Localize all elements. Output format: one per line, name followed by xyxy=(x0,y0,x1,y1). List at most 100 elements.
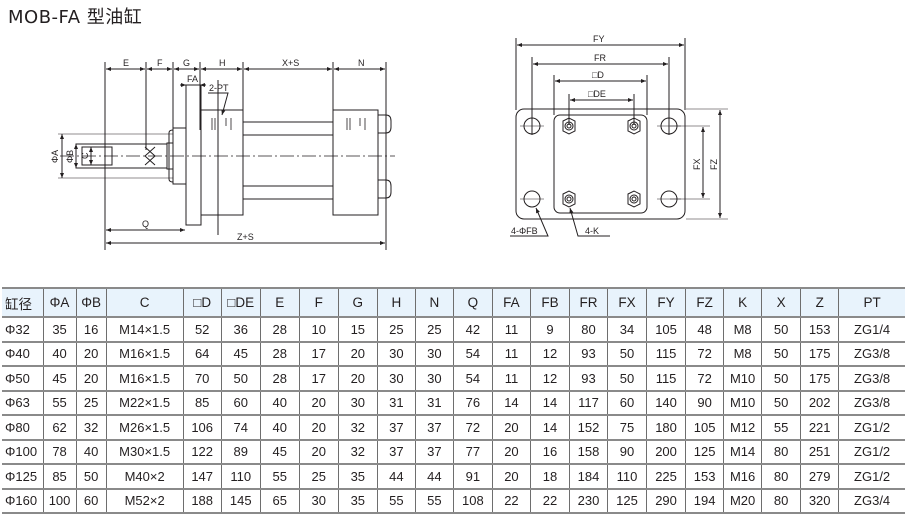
table-cell: 55 xyxy=(414,488,454,514)
label-2-pt: 2-PT xyxy=(209,83,229,93)
table-cell: 200 xyxy=(646,439,687,465)
table-cell: 85 xyxy=(42,464,77,490)
table-cell: 22 xyxy=(529,488,570,514)
label-e: E xyxy=(123,58,129,68)
table-cell: 230 xyxy=(568,488,609,514)
table-cell: 20 xyxy=(75,341,107,367)
table-cell: 31 xyxy=(376,390,416,416)
label-de: □DE xyxy=(588,89,606,99)
table-cell: 14 xyxy=(491,390,531,416)
table-cell: 30 xyxy=(376,366,416,392)
bore-size-cell: Φ100 xyxy=(2,439,44,465)
table-cell: 194 xyxy=(685,488,725,514)
table-cell: 251 xyxy=(800,439,840,465)
table-cell: 115 xyxy=(646,366,687,392)
table-cell: M14×1.5 xyxy=(105,317,184,343)
nut-icon xyxy=(562,190,576,208)
table-cell: 17 xyxy=(298,366,339,392)
table-cell: 72 xyxy=(452,415,493,441)
table-cell: 20 xyxy=(298,390,339,416)
table-cell: 35 xyxy=(337,464,378,490)
table-cell: 110 xyxy=(607,464,648,490)
table-cell: 60 xyxy=(75,488,107,514)
table-cell: 40 xyxy=(42,341,77,367)
table-cell: 80 xyxy=(568,317,609,343)
table-cell: M10 xyxy=(723,366,763,392)
label-g: G xyxy=(183,58,190,68)
table-cell: 17 xyxy=(298,341,339,367)
column-header: FB xyxy=(529,287,570,318)
table-cell: 108 xyxy=(452,488,493,514)
label-h: H xyxy=(219,58,226,68)
table-cell: M40×2 xyxy=(105,464,184,490)
table-cell: M16×1.5 xyxy=(105,366,184,392)
table-cell: 140 xyxy=(646,390,687,416)
table-cell: 12 xyxy=(529,341,570,367)
column-header: K xyxy=(723,287,763,318)
table-cell: 175 xyxy=(800,366,840,392)
table-cell: 91 xyxy=(452,464,493,490)
table-cell: 20 xyxy=(491,464,531,490)
table-cell: 10 xyxy=(298,317,339,343)
label-fy: FY xyxy=(593,34,605,44)
table-cell: M22×1.5 xyxy=(105,390,184,416)
table-cell: 54 xyxy=(452,366,493,392)
table-cell: 117 xyxy=(568,390,609,416)
table-cell: 50 xyxy=(607,341,648,367)
table-cell: 74 xyxy=(220,415,261,441)
table-cell: 50 xyxy=(761,366,802,392)
column-header: Z xyxy=(800,287,840,318)
table-cell: 28 xyxy=(259,366,300,392)
table-cell: 153 xyxy=(685,464,725,490)
table-cell: 221 xyxy=(800,415,840,441)
bore-size-cell: Φ40 xyxy=(2,341,44,367)
table-cell: 20 xyxy=(491,415,531,441)
table-cell: 44 xyxy=(376,464,416,490)
table-cell: 72 xyxy=(685,366,725,392)
table-cell: 93 xyxy=(568,366,609,392)
table-cell: M20 xyxy=(723,488,763,514)
side-view-labels: E F G H X+S N FA 2-PT ΦA ΦB C Q Z+S xyxy=(50,58,365,242)
table-cell: 93 xyxy=(568,341,609,367)
label-phi-a: ΦA xyxy=(50,150,60,163)
bore-size-cell: Φ63 xyxy=(2,390,44,416)
table-cell: 9 xyxy=(529,317,570,343)
table-cell: 50 xyxy=(761,390,802,416)
table-cell: 30 xyxy=(376,341,416,367)
table-cell: 225 xyxy=(646,464,687,490)
front-view-labels: FY FR □D □DE FX FZ 4-ΦFB 4-K xyxy=(511,34,719,236)
label-fr: FR xyxy=(594,53,606,63)
table-cell: 50 xyxy=(220,366,261,392)
table-cell: 55 xyxy=(259,464,300,490)
label-c: C xyxy=(80,152,90,159)
table-cell: 11 xyxy=(491,366,531,392)
table-cell: ZG3/8 xyxy=(838,366,905,392)
table-cell: M14 xyxy=(723,439,763,465)
table-cell: 89 xyxy=(220,439,261,465)
label-d: □D xyxy=(592,70,604,80)
table-cell: 37 xyxy=(376,415,416,441)
page-title: MOB-FA 型油缸 xyxy=(8,7,143,28)
table-cell: 25 xyxy=(75,390,107,416)
table-cell: 78 xyxy=(42,439,77,465)
table-cell: M26×1.5 xyxy=(105,415,184,441)
table-cell: 90 xyxy=(685,390,725,416)
column-header: F xyxy=(298,287,339,318)
table-cell: 45 xyxy=(259,439,300,465)
table-cell: 77 xyxy=(452,439,493,465)
table-cell: ZG3/8 xyxy=(838,390,905,416)
table-cell: 32 xyxy=(337,439,378,465)
label-n: N xyxy=(358,58,365,68)
table-cell: 202 xyxy=(800,390,840,416)
column-header: FA xyxy=(491,287,531,318)
table-cell: 152 xyxy=(568,415,609,441)
table-cell: 30 xyxy=(337,390,378,416)
table-cell: 52 xyxy=(182,317,222,343)
label-4-phi-fb: 4-ΦFB xyxy=(511,226,538,236)
